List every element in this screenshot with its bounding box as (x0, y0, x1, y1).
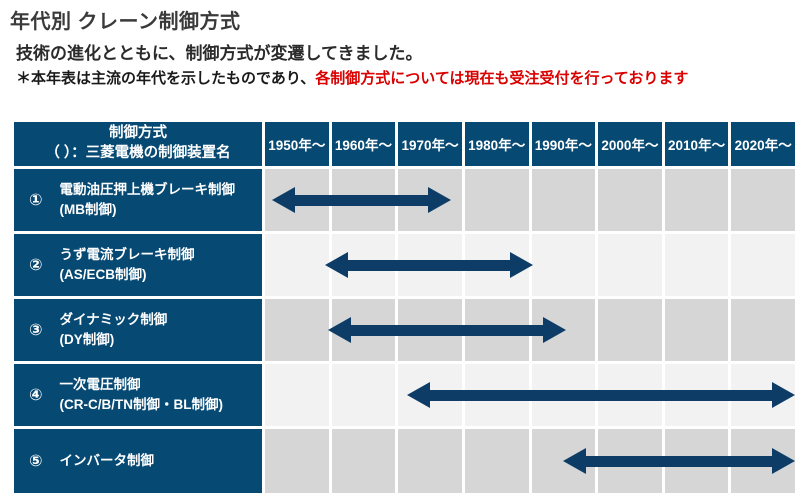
timeline-cell (331, 234, 396, 296)
column-header-1980: 1980年～ (464, 122, 529, 166)
timeline-cell (331, 169, 396, 231)
timeline-cell (464, 299, 529, 361)
column-header-2000: 2000年～ (598, 122, 662, 166)
timeline-cell (598, 234, 662, 296)
timeline-cell (398, 169, 462, 231)
page-title: 年代別 クレーン制御方式 (10, 11, 241, 33)
timeline-cell (664, 234, 729, 296)
timeline-cell (664, 429, 729, 493)
timeline-cell (598, 364, 662, 426)
row-number-icon: ④ (29, 387, 43, 404)
timeline-cell (398, 429, 462, 493)
row-number-icon: ③ (29, 322, 43, 339)
control-device-name: (AS/ECB制御) (59, 267, 147, 282)
timeline-cell (331, 299, 396, 361)
timeline-cell (265, 169, 329, 231)
row-label-5: ⑤ インバータ制御 (14, 429, 262, 493)
timeline-cell (464, 429, 529, 493)
row-number-icon: ⑤ (29, 453, 43, 470)
control-device-name: (CR-C/B/TN制御・BL制御) (59, 397, 224, 412)
column-header-1950: 1950年～ (265, 122, 329, 166)
control-method-name: 電動油圧押上機ブレーキ制御 (59, 182, 236, 198)
corner-header-line1: 制御方式 (109, 125, 167, 142)
gantt-chart: 制御方式 （ ）：三菱電機の制御装置名 1950年～1960年～1970年～19… (14, 122, 795, 493)
column-header-1960: 1960年～ (331, 122, 396, 166)
timeline-cell (731, 299, 795, 361)
timeline-cell (531, 299, 596, 361)
timeline-cell (731, 364, 795, 426)
timeline-cell (398, 299, 462, 361)
timeline-cell (331, 364, 396, 426)
timeline-cell (398, 364, 462, 426)
timeline-cell (664, 169, 729, 231)
timeline-cell (664, 364, 729, 426)
page-subtitle: 技術の進化とともに、制御方式が変遷してきました。 (16, 44, 423, 63)
row-number-icon: ① (29, 192, 43, 209)
timeline-cell (731, 169, 795, 231)
row-label-3: ③ ダイナミック制御 (DY制御) (14, 299, 262, 361)
timeline-table: 制御方式 （ ）：三菱電機の制御装置名 1950年～1960年～1970年～19… (14, 122, 795, 493)
column-header-1990: 1990年～ (531, 122, 596, 166)
column-header-2010: 2010年～ (664, 122, 729, 166)
column-header-2020: 2020年～ (731, 122, 795, 166)
timeline-cell (531, 429, 596, 493)
note-line: ＊本年表は主流の年代を示したものであり、各制御方式については現在も受注受付を行っ… (16, 67, 688, 88)
timeline-cell (731, 234, 795, 296)
note-black-text: ＊本年表は主流の年代を示したものであり、 (16, 70, 316, 87)
row-title: ダイナミック制御 (DY制御) (60, 310, 168, 349)
control-device-name: (MB制御) (59, 202, 117, 217)
timeline-cell (464, 364, 529, 426)
control-method-name: インバータ制御 (59, 453, 155, 469)
row-label-2: ② うず電流ブレーキ制御 (AS/ECB制御) (14, 234, 262, 296)
timeline-cell (464, 169, 529, 231)
timeline-cell (398, 234, 462, 296)
timeline-cell (598, 429, 662, 493)
row-label-4: ④ 一次電圧制御 (CR-C/B/TN制御・BL制御) (14, 364, 262, 426)
timeline-cell (265, 364, 329, 426)
timeline-cell (265, 234, 329, 296)
row-number-icon: ② (29, 257, 43, 274)
column-header-1970: 1970年～ (398, 122, 462, 166)
row-title: 一次電圧制御 (CR-C/B/TN制御・BL制御) (60, 375, 223, 414)
row-label-1: ① 電動油圧押上機ブレーキ制御 (MB制御) (14, 169, 262, 231)
row-title: インバータ制御 (60, 451, 155, 471)
timeline-cell (598, 169, 662, 231)
note-red-text: 各制御方式については現在も受注受付を行っております (315, 70, 689, 87)
control-method-name: 一次電圧制御 (59, 377, 141, 393)
timeline-cell (664, 299, 729, 361)
timeline-cell (331, 429, 396, 493)
timeline-cell (265, 299, 329, 361)
timeline-cell (598, 299, 662, 361)
timeline-cell (731, 429, 795, 493)
control-method-name: ダイナミック制御 (59, 312, 168, 328)
control-device-name: (DY制御) (59, 332, 115, 347)
timeline-cell (531, 364, 596, 426)
timeline-cell (265, 429, 329, 493)
row-title: うず電流ブレーキ制御 (AS/ECB制御) (60, 245, 195, 284)
timeline-cell (464, 234, 529, 296)
control-method-name: うず電流ブレーキ制御 (59, 247, 195, 263)
row-title: 電動油圧押上機ブレーキ制御 (MB制御) (60, 180, 236, 219)
table-corner-header: 制御方式 （ ）：三菱電機の制御装置名 (14, 122, 262, 166)
corner-header-line2: （ ）：三菱電機の制御装置名 (45, 145, 231, 161)
timeline-cell (531, 169, 596, 231)
timeline-cell (531, 234, 596, 296)
